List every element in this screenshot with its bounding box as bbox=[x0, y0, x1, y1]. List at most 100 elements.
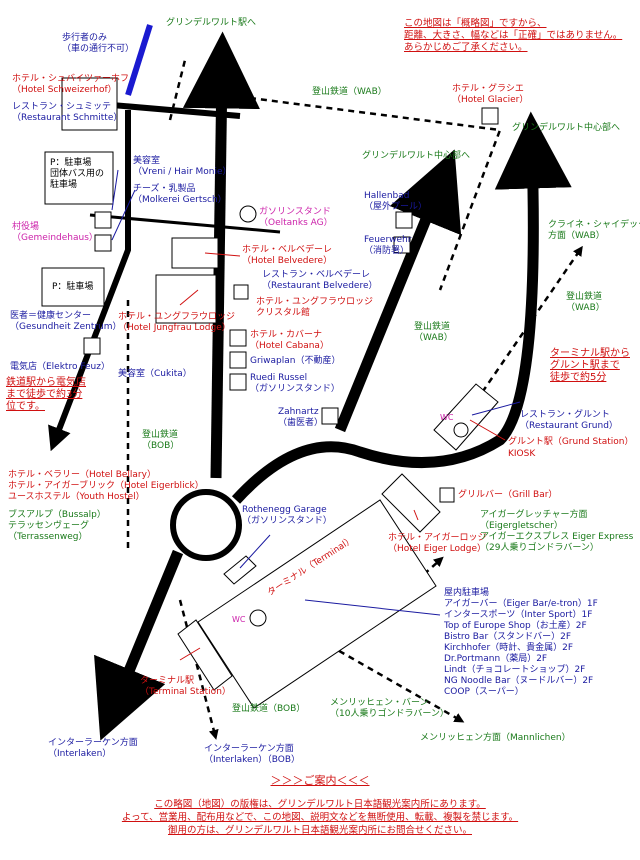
road-top-horizontal bbox=[99, 101, 241, 119]
label-line: （Hotel Eiger Lodge） bbox=[388, 544, 487, 554]
road-left-spur bbox=[48, 110, 131, 452]
belvedere-building bbox=[171, 237, 219, 269]
label-hotel-schweizerhof: ホテル・シュバイツァーホフ（Hotel Schweizerhof） bbox=[12, 74, 129, 96]
label-zahnartz: Zahnartz（歯医者） bbox=[278, 407, 323, 429]
eiger-lodge-building bbox=[381, 473, 441, 533]
label-line: 村役場 bbox=[12, 222, 40, 232]
road-grund-loop bbox=[231, 111, 572, 504]
label-line: インターラーケン方面 bbox=[48, 738, 138, 748]
label-line: グルント駅まで bbox=[550, 360, 620, 371]
label-wab-top: 登山鉄道（WAB） bbox=[312, 87, 387, 97]
wc-circle-terminal bbox=[249, 609, 267, 627]
gemeindehaus-building bbox=[94, 211, 112, 229]
pointer-red-5 bbox=[179, 647, 201, 661]
label-line: 団体バス用の bbox=[50, 169, 105, 179]
label-bellary: ホテル・ベラリー（Hotel Bellary）ホテル・アイガーブリック（Hote… bbox=[8, 470, 204, 503]
label-line: ホテル・ユングフラウロッジ bbox=[256, 297, 374, 307]
shop-line: NG Noodle Bar（ヌードルバー）2F bbox=[444, 676, 594, 686]
copyright-footer: この略図（地図）の版権は、グリンデルワルト日本語観光案内所にあります。 よって、… bbox=[0, 798, 640, 837]
label-line: （Interlaken） bbox=[48, 749, 112, 759]
label-center-mid: グリンデルワルト中心部へ bbox=[362, 151, 471, 161]
shop-line: インタースポーツ（Inter Sport）1F bbox=[444, 610, 593, 620]
label-line: テラッセンヴェーグ bbox=[8, 521, 90, 531]
label-hotel-cabana: ホテル・カバーナ（Hotel Cabana） bbox=[250, 330, 329, 352]
label-gesundheit: 医者＝健康センター（Gesundheit Zentrum） bbox=[10, 311, 122, 333]
label-line: （屋外プール） bbox=[364, 202, 428, 212]
label-line: （Gesundheit Zentrum） bbox=[10, 322, 122, 332]
shop-line: Top of Europe Shop（お土産）2F bbox=[444, 621, 587, 631]
label-bussalp: ブスアルプ（Bussalp）テラッセンヴェーグ（Terrassenweg） bbox=[8, 510, 106, 543]
label-wc-grund: WC bbox=[440, 413, 454, 422]
label-interlaken-bob: インターラーケン方面（Interlaken）（BOB） bbox=[204, 744, 300, 766]
parking-bus-building bbox=[44, 151, 114, 205]
label-line: （車の通行不可） bbox=[62, 44, 135, 54]
ruedi-building bbox=[229, 373, 247, 391]
shop-line: Dr.Portmann（薬局）2F bbox=[444, 654, 548, 664]
label-line: （Restaurant Grund） bbox=[520, 421, 618, 431]
wab-line-loop bbox=[249, 96, 502, 291]
label-wab-mid: 登山鉄道（WAB） bbox=[414, 322, 453, 344]
shop-line: 屋内駐車場 bbox=[444, 588, 490, 598]
terminal-building bbox=[197, 499, 437, 709]
hallenbad-building bbox=[395, 211, 413, 229]
label-oeltanks: ガソリンスタンド（Oeltanks AG） bbox=[259, 207, 333, 229]
terminal-station-building bbox=[177, 619, 233, 691]
label-bob-left: 登山鉄道（BOB） bbox=[142, 430, 179, 452]
label-line: （ガソリンスタンド） bbox=[242, 516, 332, 526]
label-line: （Hotel Glacier） bbox=[452, 95, 529, 105]
label-line: 登山鉄道 bbox=[142, 430, 179, 440]
label-griwaplan: Griwaplan（不動産） bbox=[250, 356, 341, 366]
label-line: （Hotel Schweizerhof） bbox=[12, 85, 117, 95]
label-center-right: グリンデルワルト中心部へ bbox=[512, 123, 621, 133]
label-pedestrian: 歩行者のみ（車の通行不可） bbox=[62, 33, 134, 55]
label-line: ホテル・グラシエ bbox=[452, 84, 524, 94]
parking-building bbox=[41, 267, 105, 307]
label-walk-terminal: ターミナル駅からグルント駅まで徒歩で約5分 bbox=[550, 348, 630, 384]
pointer-blue-1 bbox=[111, 169, 119, 211]
label-interlaken-left: インターラーケン方面（Interlaken） bbox=[48, 738, 138, 760]
label-parking: P：駐車場 bbox=[52, 282, 94, 292]
label-line: （WAB） bbox=[566, 303, 605, 313]
label-line: レストラン・ベルベデーレ bbox=[262, 270, 371, 280]
label-line: ホテル・ベラリー（Hotel Bellary） bbox=[8, 470, 156, 480]
label-line: （Restaurant Schmitte） bbox=[12, 113, 123, 123]
pointer-red-1 bbox=[204, 252, 241, 257]
label-line: 医者＝健康センター bbox=[10, 311, 92, 321]
label-grindelwald-station: グリンデルワルト駅へ bbox=[166, 18, 257, 28]
label-line: クリスタル館 bbox=[256, 308, 311, 318]
label-line: クライネ・シャイデック bbox=[548, 220, 640, 230]
label-hotel-belvedere: ホテル・ベルベデーレ（Hotel Belvedere） bbox=[242, 245, 332, 267]
label-line: ホテル・アイガーブリック（Hotel Eigerblick） bbox=[8, 481, 204, 491]
label-line: Feuerwehr bbox=[364, 235, 412, 245]
label-line: （Vreni / Hair Monie） bbox=[133, 167, 232, 177]
label-wc-terminal: WC bbox=[232, 615, 246, 624]
label-line: 登山鉄道 bbox=[566, 292, 603, 302]
label-elektro: 電気店（Elektro Feuz） bbox=[10, 362, 110, 372]
label-walk-elektro: 鉄道駅から電気店まで徒歩で約3分位です。 bbox=[6, 377, 86, 413]
road-to-station bbox=[182, 31, 260, 479]
label-line: 位です。 bbox=[6, 401, 45, 412]
label-line: レストラン・シュミッテ bbox=[12, 102, 112, 112]
pointer-blue-5 bbox=[304, 599, 441, 616]
shop-line: COOP（スーパー） bbox=[444, 687, 524, 697]
shop-line: Kirchhofer（時計、貴金属）2F bbox=[444, 643, 574, 653]
label-line: インターラーケン方面 bbox=[204, 744, 294, 754]
shop-line: Bistro Bar（スタンドバー）2F bbox=[444, 632, 572, 642]
label-jungfrau-lodge: ホテル・ユングフラウロッジ（Hotel Jungfrau Lodge） bbox=[118, 312, 235, 334]
label-line: ブスアルプ（Bussalp） bbox=[8, 510, 106, 520]
label-hair-monie: 美容室（Vreni / Hair Monie） bbox=[133, 156, 232, 178]
jungfrau-lodge-building bbox=[155, 274, 217, 324]
label-line: （Molkerei Gertsch） bbox=[133, 195, 227, 205]
label-restaurant-grund: レストラン・グルント（Restaurant Grund） bbox=[520, 410, 618, 432]
label-line: Hallenbad bbox=[364, 191, 410, 201]
label-line: ターミナル駅から bbox=[550, 348, 630, 359]
pointer-red-4 bbox=[413, 509, 419, 521]
label-line: 徒歩で約5分 bbox=[550, 372, 607, 383]
label-line: 方面（WAB） bbox=[548, 231, 605, 241]
griwaplan-building bbox=[229, 351, 247, 369]
zahnartz-building bbox=[321, 407, 339, 425]
label-line: ユースホステル（Youth Hostel） bbox=[8, 492, 145, 502]
label-line: チーズ・乳製品 bbox=[133, 184, 196, 194]
label-jungfrau-crystal: ホテル・ユングフラウロッジクリスタル館 bbox=[256, 297, 373, 319]
label-parking-bus: P：駐車場団体バス用の駐車場 bbox=[50, 158, 104, 191]
